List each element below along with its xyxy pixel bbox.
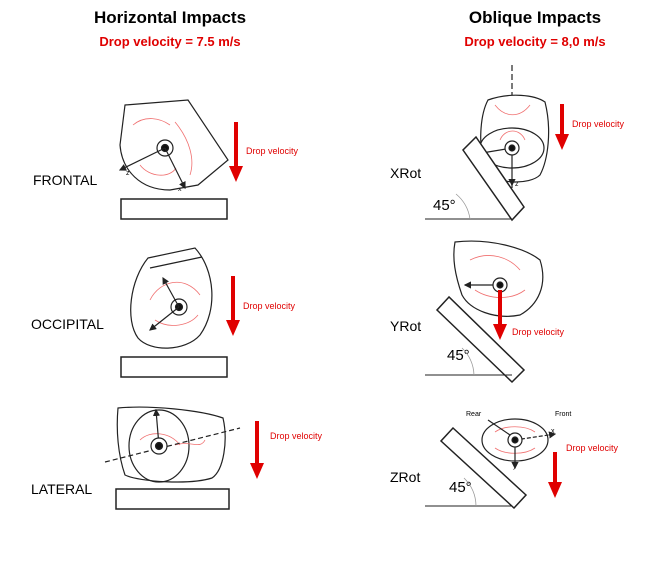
occipital-label: OCCIPITAL — [31, 316, 104, 332]
zrot-rear-label: Rear — [466, 411, 482, 418]
yrot-angle-label: 45° — [447, 347, 470, 364]
zrot-front-label: Front — [555, 411, 572, 418]
frontal-headform — [118, 99, 229, 191]
xrot-headform — [468, 65, 550, 192]
yrot-headform — [453, 240, 544, 317]
xrot-drop-velocity-label: Drop velocity — [572, 119, 625, 129]
yrot-drop-arrow — [493, 290, 507, 340]
occipital-drop-velocity-label: Drop velocity — [243, 301, 296, 311]
occipital-anvil — [120, 356, 228, 378]
occipital-drop-arrow — [226, 276, 240, 336]
occipital-headform — [130, 247, 213, 349]
yrot-label: YRot — [390, 318, 422, 334]
yrot-anvil — [425, 295, 526, 384]
frontal-axis-z-letter: z — [126, 170, 130, 177]
lateral-drop-velocity-label: Drop velocity — [270, 431, 323, 441]
left-column-subtitle: Drop velocity = 7.5 m/s — [99, 34, 241, 49]
zrot-angle-label: 45° — [449, 479, 472, 496]
frontal-drop-velocity-label: Drop velocity — [246, 146, 299, 156]
zrot-label: ZRot — [390, 469, 421, 485]
zrot-drop-velocity-label: Drop velocity — [566, 443, 619, 453]
left-column-title: Horizontal Impacts — [93, 8, 247, 27]
xrot-drop-arrow — [555, 104, 569, 150]
lateral-label: LATERAL — [31, 481, 93, 497]
lateral-anvil — [115, 488, 230, 510]
zrot-headform — [481, 418, 557, 470]
lateral-drop-arrow — [250, 421, 264, 479]
xrot-axis-z-letter: z — [515, 181, 519, 188]
zrot-drop-arrow — [548, 452, 562, 498]
right-column-subtitle: Drop velocity = 8,0 m/s — [464, 34, 606, 49]
xrot-label: XRot — [390, 165, 422, 181]
frontal-drop-arrow — [229, 122, 243, 182]
yrot-drop-velocity-label: Drop velocity — [512, 327, 565, 337]
xrot-angle-label: 45° — [433, 197, 456, 214]
frontal-axis-x-letter: x — [178, 186, 182, 193]
right-column-title: Oblique Impacts — [468, 8, 602, 27]
xrot-anvil — [425, 135, 525, 222]
frontal-anvil — [120, 198, 228, 220]
zrot-anvil — [425, 426, 528, 510]
lateral-headform — [104, 406, 241, 483]
frontal-label: FRONTAL — [33, 172, 98, 188]
